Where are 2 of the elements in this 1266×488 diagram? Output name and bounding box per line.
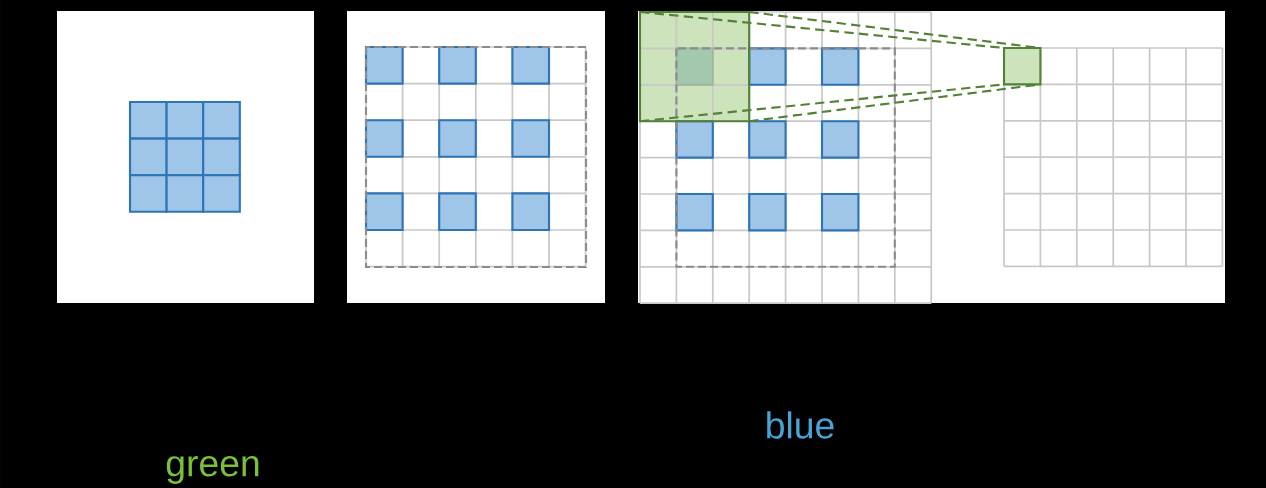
label: blue xyxy=(767,411,834,439)
label: green xyxy=(166,456,259,484)
